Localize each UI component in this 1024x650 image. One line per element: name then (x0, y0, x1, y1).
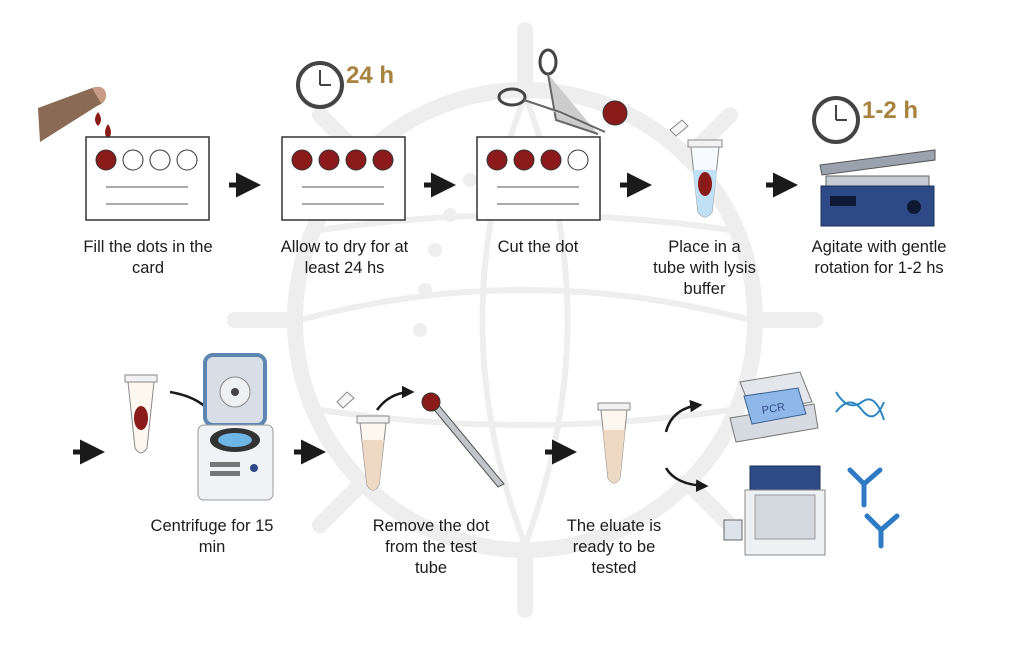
step-2-caption: Allow to dry for at least 24 hs (280, 238, 409, 277)
card-icon (85, 136, 210, 221)
centrifuge-icon (197, 353, 274, 501)
finger-icon (38, 86, 107, 142)
tube-icon (124, 374, 158, 454)
step-3-caption: Cut the dot (497, 238, 579, 256)
step-4-caption: Place in a tube with lysis buffer (653, 238, 756, 298)
tube-icon (669, 119, 723, 218)
tweezers-icon (421, 392, 505, 488)
antibody-icon (847, 467, 900, 549)
pcr-label: PCR (761, 401, 786, 417)
transfer-arrow (375, 385, 415, 411)
clock-icon (296, 61, 344, 109)
cut-dot-icon (602, 100, 628, 126)
scissors-icon (497, 48, 606, 135)
dna-icon (835, 391, 885, 421)
card-icon (281, 136, 406, 221)
tube-icon (597, 402, 631, 484)
shaker-icon (819, 149, 936, 227)
step-1-caption: Fill the dots in the card (83, 238, 213, 277)
virus-spike-dots (413, 173, 477, 337)
step-5-caption: Agitate with gentle rotation for 1-2 hs (811, 238, 947, 277)
card-icon (476, 136, 601, 221)
branch-arrow (664, 467, 709, 492)
branch-arrow (664, 399, 703, 433)
step-7-caption: Remove the dot from the test tube (372, 517, 490, 577)
agitate-time-label: 1-2 h (862, 97, 919, 124)
step-8-caption: The eluate is ready to be tested (566, 517, 662, 577)
step-6-caption: Centrifuge for 15 min (150, 517, 274, 556)
pcr-machine-icon: PCR (729, 371, 819, 443)
dry-time-label: 24 h (346, 62, 395, 89)
blood-drop-icon (95, 112, 111, 139)
tube-icon (336, 391, 390, 491)
clock-icon (812, 96, 860, 144)
analyzer-icon (723, 465, 826, 556)
